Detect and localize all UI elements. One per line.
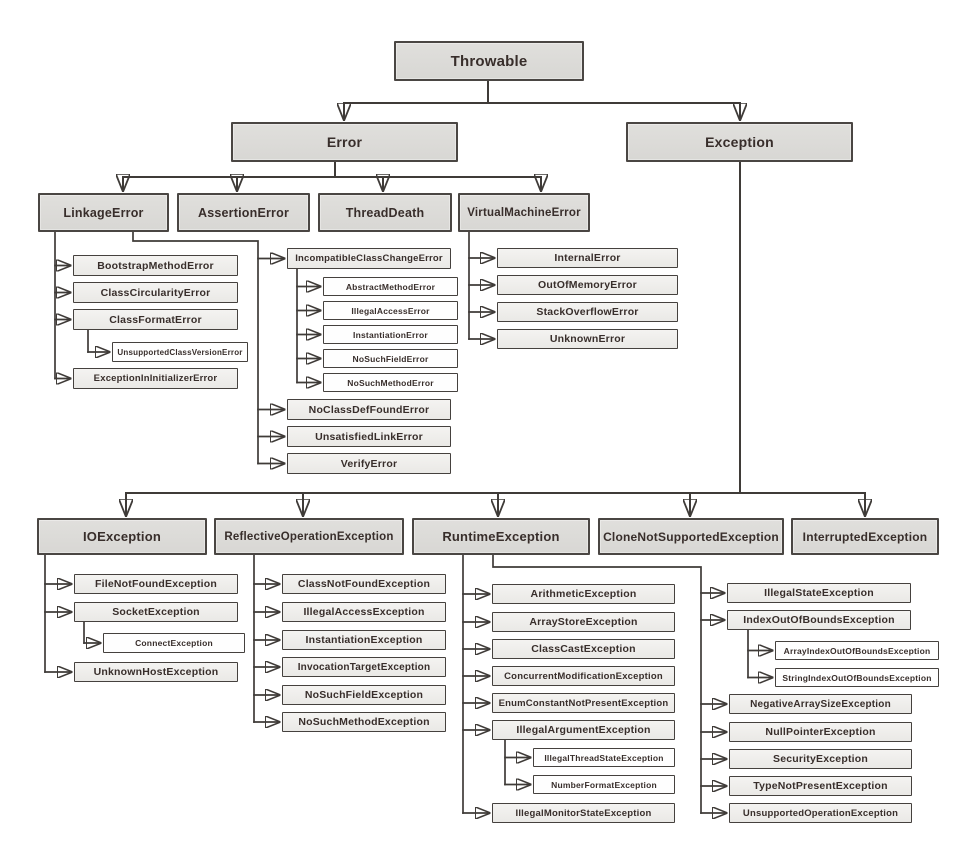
node-no-such-field-error: NoSuchFieldError <box>323 349 458 368</box>
node-clone-not-supported-exception: CloneNotSupportedException <box>598 518 784 555</box>
node-runtime-exception: RuntimeException <box>412 518 590 555</box>
node-class-cast-exception: ClassCastException <box>492 639 675 659</box>
node-class-format-error: ClassFormatError <box>73 309 238 330</box>
node-unknown-error: UnknownError <box>497 329 678 349</box>
node-invocation-target-exception: InvocationTargetException <box>282 657 446 677</box>
node-concurrent-modification-exception: ConcurrentModificationException <box>492 666 675 686</box>
node-negative-array-size-exception: NegativeArraySizeException <box>729 694 912 714</box>
node-type-not-present-exception: TypeNotPresentException <box>729 776 912 796</box>
node-abstract-method-error: AbstractMethodError <box>323 277 458 296</box>
node-out-of-memory-error: OutOfMemoryError <box>497 275 678 295</box>
node-string-index-out-of-bounds-exception: StringIndexOutOfBoundsException <box>775 668 939 687</box>
node-connect-exception: ConnectException <box>103 633 245 653</box>
node-reflective-operation-exception: ReflectiveOperationException <box>214 518 404 555</box>
node-illegal-access-error: IllegalAccessError <box>323 301 458 320</box>
node-unknown-host-exception: UnknownHostException <box>74 662 238 682</box>
node-socket-exception: SocketException <box>74 602 238 622</box>
node-no-such-method-exception: NoSuchMethodException <box>282 712 446 732</box>
node-arithmetic-exception: ArithmeticException <box>492 584 675 604</box>
node-illegal-argument-exception: IllegalArgumentException <box>492 720 675 740</box>
node-illegal-state-exception: IllegalStateException <box>727 583 911 603</box>
node-illegal-thread-state-exception: IllegalThreadStateException <box>533 748 675 767</box>
node-bootstrap-method-error: BootstrapMethodError <box>73 255 238 276</box>
node-number-format-exception: NumberFormatException <box>533 775 675 794</box>
node-exception: Exception <box>626 122 853 162</box>
node-array-store-exception: ArrayStoreException <box>492 612 675 632</box>
node-unsupported-operation-exception: UnsupportedOperationException <box>729 803 912 823</box>
node-file-not-found-exception: FileNotFoundException <box>74 574 238 594</box>
node-index-out-of-bounds-exception: IndexOutOfBoundsException <box>727 610 911 630</box>
node-class-not-found-exception: ClassNotFoundException <box>282 574 446 594</box>
node-instantiation-error: InstantiationError <box>323 325 458 344</box>
node-incompatible-class-change-error: IncompatibleClassChangeError <box>287 248 451 269</box>
node-no-such-method-error: NoSuchMethodError <box>323 373 458 392</box>
node-linkage-error: LinkageError <box>38 193 169 232</box>
node-stack-overflow-error: StackOverflowError <box>497 302 678 322</box>
node-class-circularity-error: ClassCircularityError <box>73 282 238 303</box>
node-verify-error: VerifyError <box>287 453 451 474</box>
node-io-exception: IOException <box>37 518 207 555</box>
node-error: Error <box>231 122 458 162</box>
node-unsupported-class-version-error: UnsupportedClassVersionError <box>112 342 248 362</box>
node-instantiation-exception: InstantiationException <box>282 630 446 650</box>
node-unsatisfied-link-error: UnsatisfiedLinkError <box>287 426 451 447</box>
node-enum-constant-not-present-exception: EnumConstantNotPresentException <box>492 693 675 713</box>
node-exception-in-initializer-error: ExceptionInInitializerError <box>73 368 238 389</box>
node-no-class-def-found-error: NoClassDefFoundError <box>287 399 451 420</box>
node-interrupted-exception: InterruptedException <box>791 518 939 555</box>
node-assertion-error: AssertionError <box>177 193 310 232</box>
node-internal-error: InternalError <box>497 248 678 268</box>
node-no-such-field-exception: NoSuchFieldException <box>282 685 446 705</box>
node-null-pointer-exception: NullPointerException <box>729 722 912 742</box>
node-thread-death: ThreadDeath <box>318 193 452 232</box>
node-illegal-monitor-state-exception: IllegalMonitorStateException <box>492 803 675 823</box>
node-virtual-machine-error: VirtualMachineError <box>458 193 590 232</box>
node-throwable: Throwable <box>394 41 584 81</box>
node-security-exception: SecurityException <box>729 749 912 769</box>
node-illegal-access-exception: IllegalAccessException <box>282 602 446 622</box>
node-array-index-out-of-bounds-exception: ArrayIndexOutOfBoundsException <box>775 641 939 660</box>
